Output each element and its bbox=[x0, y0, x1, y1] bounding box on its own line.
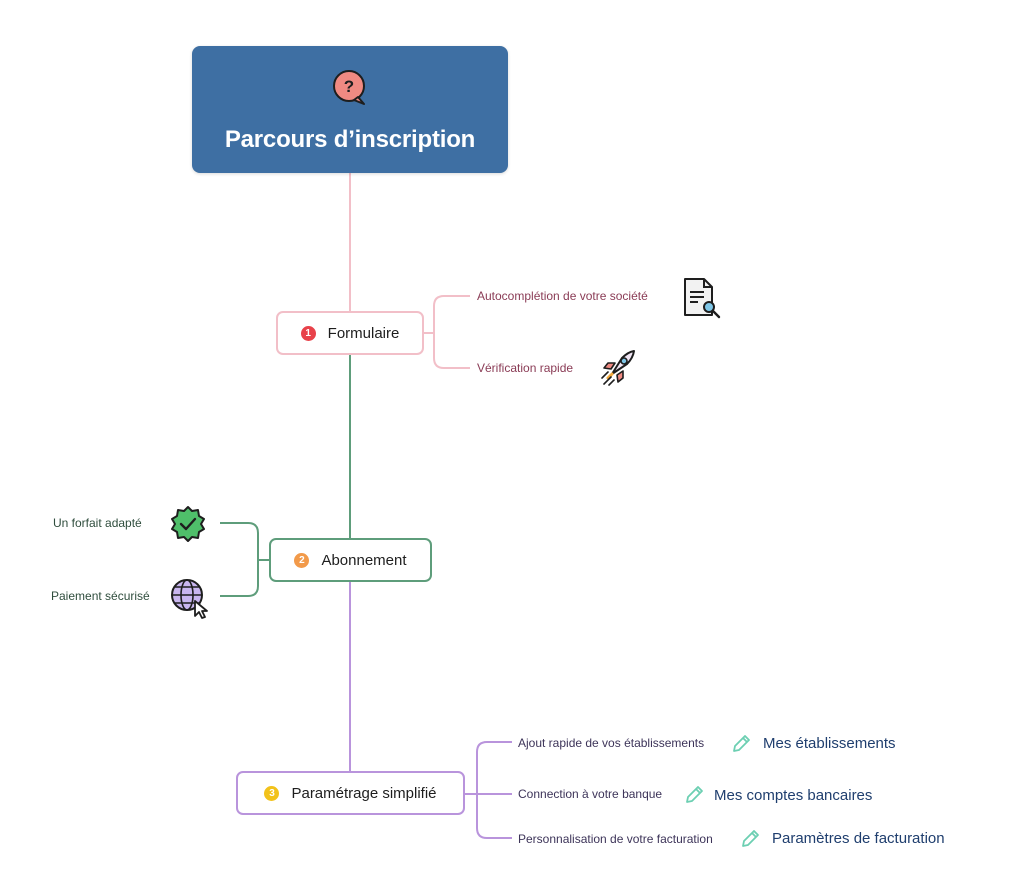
step-label: Formulaire bbox=[327, 324, 400, 342]
step-number-badge: 1 bbox=[300, 325, 316, 341]
page-title: Parcours d’inscription bbox=[224, 126, 476, 153]
pencil-icon bbox=[686, 786, 703, 803]
leaf-paiement: Paiement sécurisé bbox=[51, 589, 150, 603]
verified-badge-icon bbox=[171, 506, 205, 542]
step-node-abonnement: 2 Abonnement bbox=[269, 538, 432, 582]
leaf-autocompletion: Autocomplétion de votre société bbox=[477, 289, 648, 303]
leaf-verification: Vérification rapide bbox=[477, 361, 574, 375]
link-mes-etablissements[interactable]: Mes établissements bbox=[763, 735, 896, 752]
leaf-forfait: Un forfait adapté bbox=[53, 516, 142, 530]
pencil-icon bbox=[742, 830, 759, 847]
step-label: Abonnement bbox=[321, 551, 407, 569]
step-number-badge: 3 bbox=[264, 785, 280, 801]
step-node-formulaire: 1 Formulaire bbox=[276, 311, 424, 355]
root-node: ? Parcours d’inscription bbox=[192, 46, 508, 173]
leaf-facturation: Personnalisation de votre facturation bbox=[518, 832, 713, 846]
step-node-parametrage: 3 Paramétrage simplifié bbox=[236, 771, 465, 815]
step-number-badge: 2 bbox=[294, 552, 310, 568]
document-search-icon bbox=[684, 278, 721, 319]
leaf-etablissements: Ajout rapide de vos établissements bbox=[518, 736, 705, 750]
leaf-banque: Connection à votre banque bbox=[518, 787, 663, 801]
svg-text:?: ? bbox=[344, 77, 354, 96]
step-label: Paramétrage simplifié bbox=[291, 784, 437, 802]
question-speech-bubble-icon: ? bbox=[333, 70, 365, 105]
pencil-icon bbox=[733, 735, 750, 752]
link-parametres-facturation[interactable]: Paramètres de facturation bbox=[772, 830, 945, 847]
globe-cursor-icon bbox=[171, 579, 208, 619]
rocket-icon bbox=[601, 350, 635, 386]
link-mes-comptes-bancaires[interactable]: Mes comptes bancaires bbox=[714, 787, 873, 804]
